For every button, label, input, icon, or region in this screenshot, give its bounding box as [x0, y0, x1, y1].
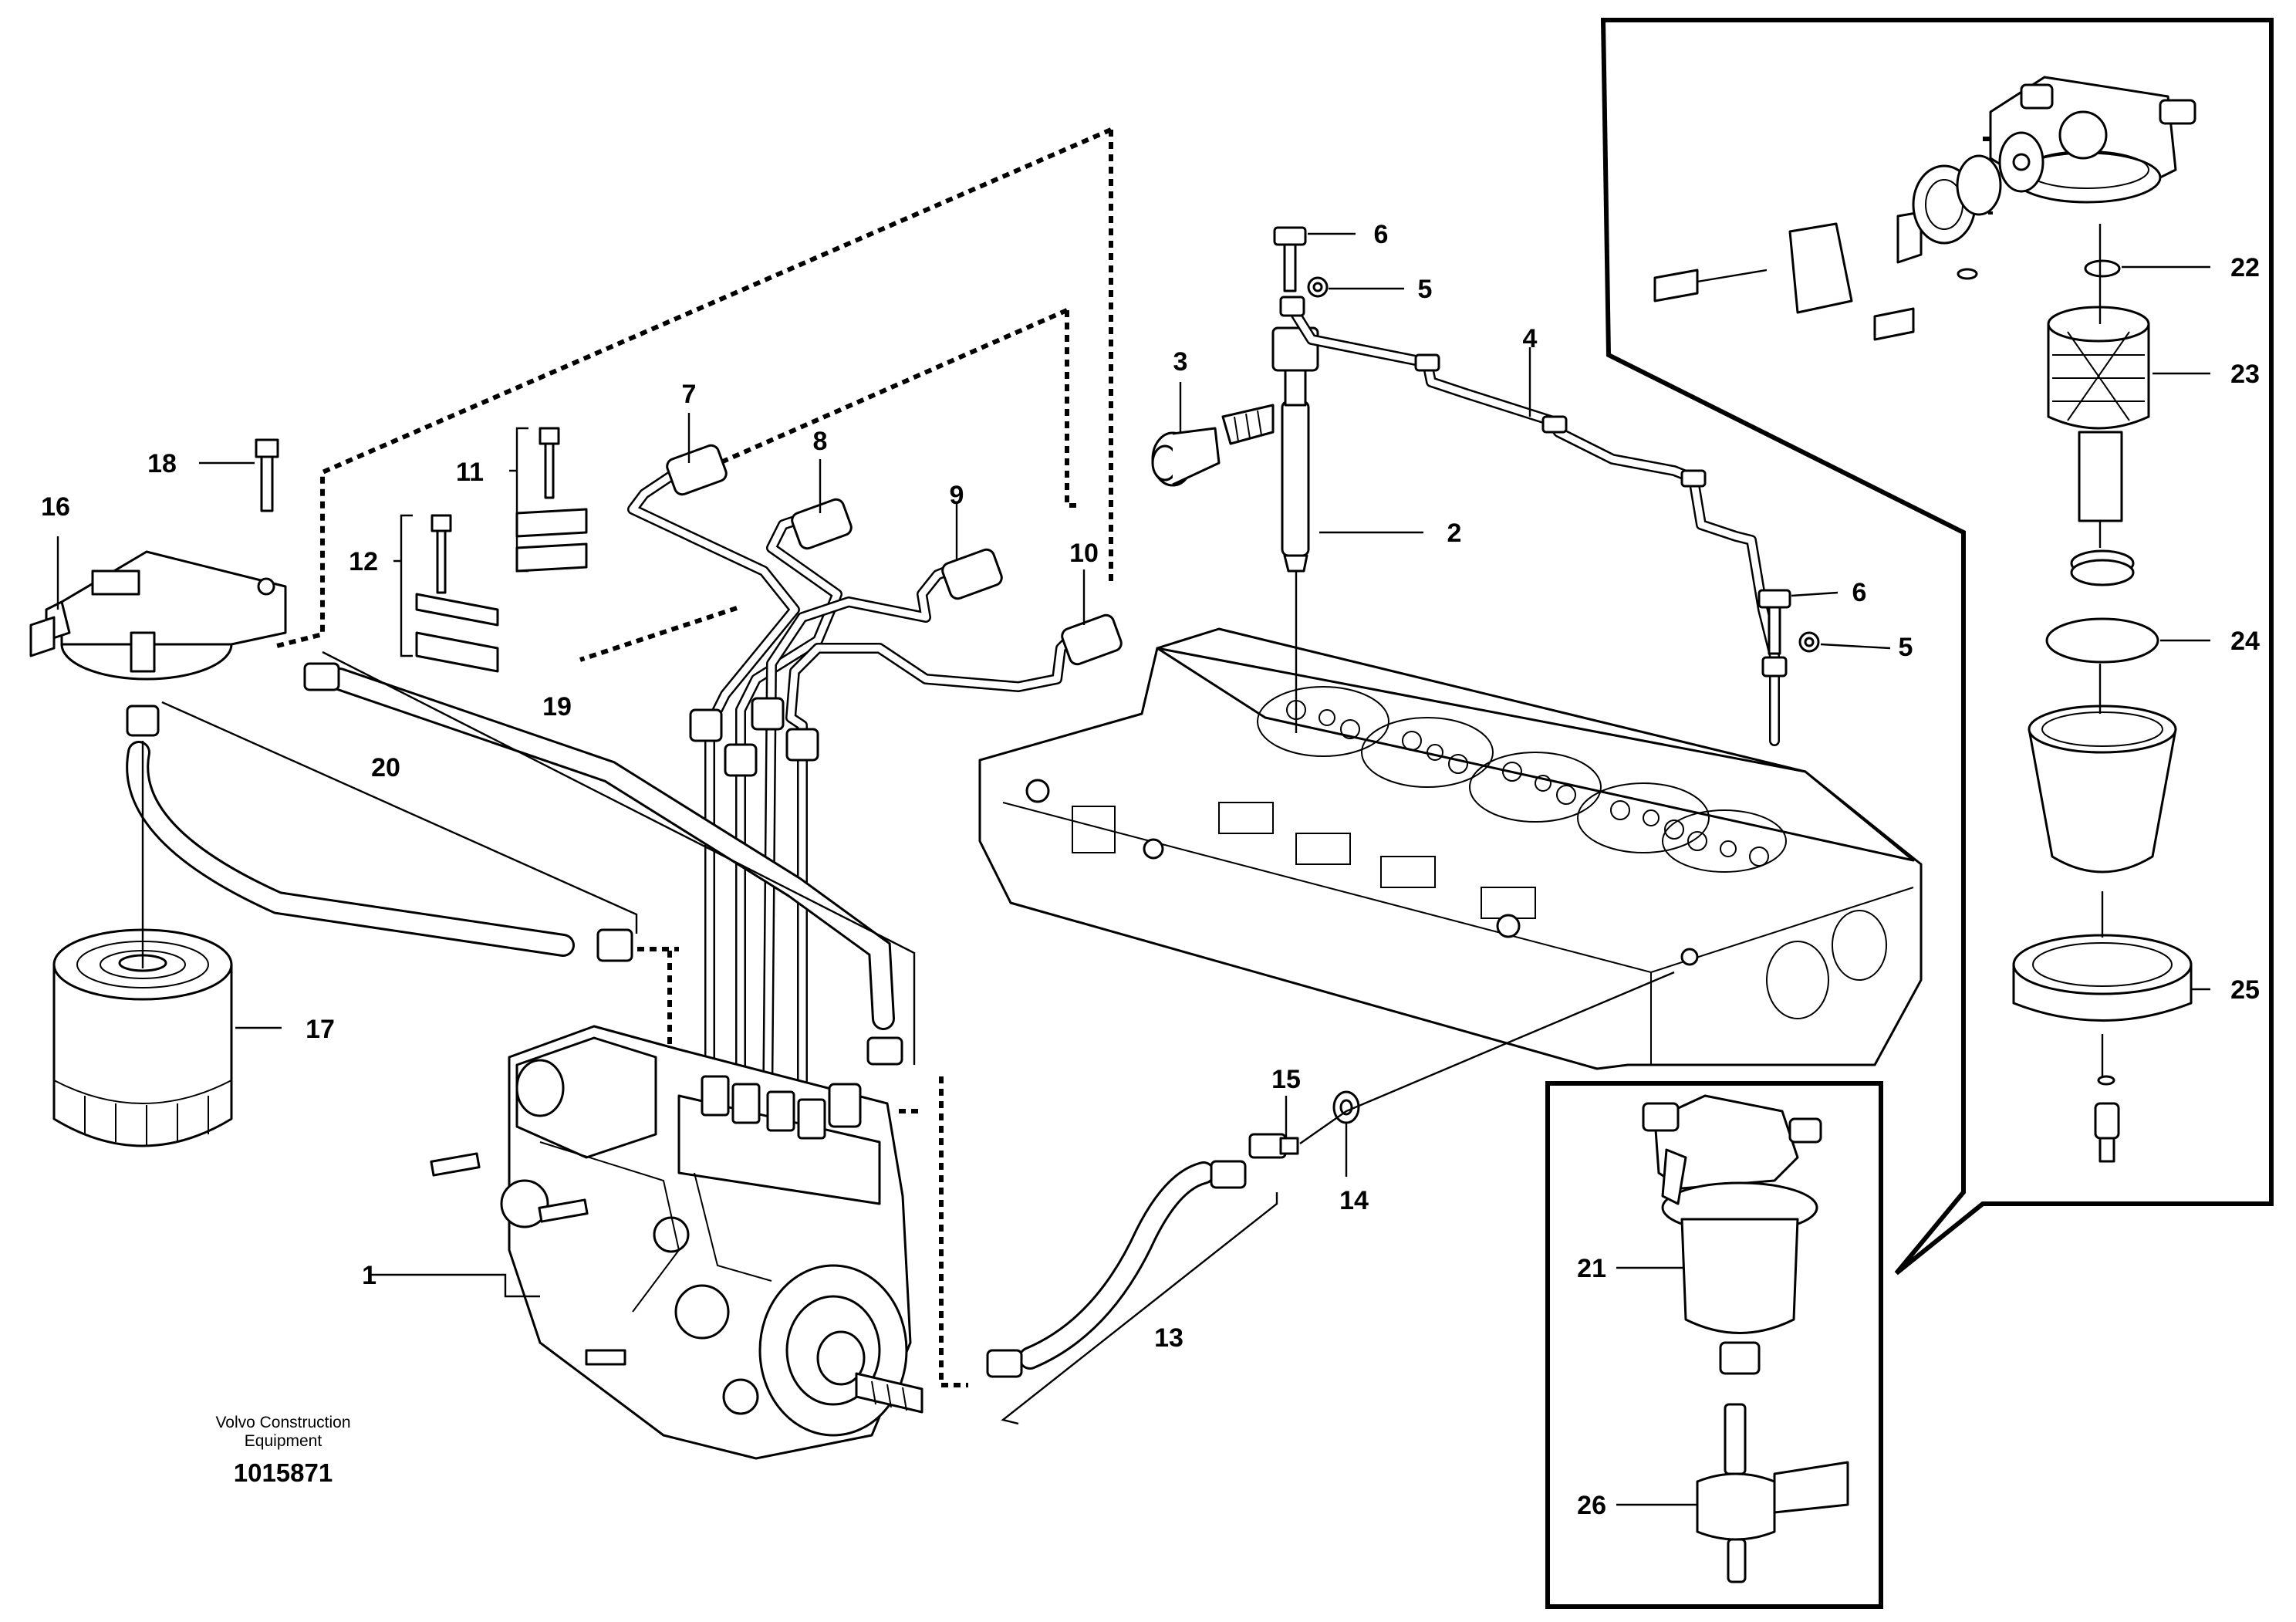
- banjo-bolt: [1273, 226, 1307, 317]
- callout-22: 22: [2230, 253, 2260, 282]
- document-number: 1015871: [234, 1458, 333, 1487]
- fuel-hose: [986, 1160, 1247, 1378]
- publisher-line-1: Volvo Construction: [215, 1414, 350, 1431]
- sealing-washer: [1798, 631, 1820, 653]
- callout-19: 19: [542, 692, 572, 721]
- cylinder-head: [978, 627, 1923, 1070]
- detail-axis: [2098, 224, 2104, 1076]
- callout-6-lower: 6: [1852, 578, 1867, 607]
- callout-11: 11: [456, 458, 484, 487]
- fuel-filter-head: [29, 550, 287, 681]
- callout-15: 15: [1271, 1065, 1301, 1094]
- dashed-routing-lines: [273, 127, 1994, 1387]
- callout-17: 17: [306, 1015, 335, 1044]
- fuel-hose: [303, 662, 903, 1066]
- bracket-12: [393, 514, 413, 657]
- return-fitting: [1221, 404, 1275, 445]
- callout-6-upper: 6: [1374, 220, 1389, 249]
- seal-ring: [2070, 549, 2135, 586]
- callout-labels: 1 2 3 4 5 5 6 6 7 8 9 10 11 12 13 14 15 …: [41, 220, 2260, 1520]
- callout-4: 4: [1523, 324, 1538, 353]
- callout-2: 2: [1447, 519, 1462, 548]
- fuel-injector: [1271, 326, 1319, 733]
- callout-1: 1: [362, 1261, 376, 1290]
- water-separator-assembly: [1642, 1094, 1822, 1375]
- retaining-ring: [2012, 934, 2193, 1022]
- callout-7: 7: [682, 380, 697, 409]
- union-fitting: [1248, 1133, 1299, 1159]
- filter-head-exploded: [1653, 76, 2196, 341]
- fuel-injection-pump: [430, 1025, 923, 1460]
- callout-5-lower: 5: [1899, 633, 1913, 662]
- sealing-washer: [1307, 276, 1329, 298]
- banjo-bolt: [1757, 589, 1791, 678]
- publisher-line-2: Equipment: [245, 1432, 322, 1450]
- callout-3: 3: [1173, 347, 1188, 377]
- callout-20: 20: [371, 753, 400, 782]
- filter-bowl: [2028, 705, 2177, 874]
- nozzle-sleeve: [1151, 427, 1221, 487]
- callout-14: 14: [1339, 1186, 1369, 1215]
- bracket-13: [1001, 1192, 1278, 1425]
- callout-9: 9: [950, 481, 964, 510]
- filter-element: [2047, 306, 2150, 522]
- o-ring: [2084, 259, 2121, 278]
- fitting-line: [1299, 971, 1675, 1144]
- detail-frame-filter-kit: [1545, 1081, 1883, 1609]
- fuel-hose: [126, 705, 633, 962]
- bracket-20: [161, 701, 638, 934]
- bracket-19: [322, 650, 916, 1065]
- callout-12: 12: [349, 547, 378, 576]
- mounting-bolt: [255, 438, 279, 512]
- callout-23: 23: [2230, 360, 2260, 389]
- callout-5-upper: 5: [1418, 275, 1433, 304]
- drain-valve: [2094, 1075, 2120, 1163]
- callout-10: 10: [1069, 539, 1099, 568]
- leader-lines: [56, 232, 2210, 1506]
- callout-21: 21: [1577, 1254, 1606, 1283]
- injection-pipes: [627, 444, 1123, 1117]
- detail-frame-filter-assembly: [1600, 18, 2274, 1276]
- o-ring: [2045, 617, 2159, 664]
- footer: Volvo Construction Equipment 1015871: [215, 1414, 350, 1487]
- pipe-clamp: [515, 427, 588, 573]
- callout-25: 25: [2230, 975, 2260, 1005]
- callout-26: 26: [1577, 1491, 1606, 1520]
- leak-off-pipe: [1287, 303, 1780, 746]
- callout-16: 16: [41, 492, 70, 522]
- bracket-11: [509, 427, 528, 573]
- callout-24: 24: [2230, 627, 2260, 656]
- inline-fuel-filter: [1696, 1403, 1849, 1583]
- callout-8: 8: [813, 427, 828, 456]
- callout-13: 13: [1154, 1323, 1183, 1353]
- pipe-clamp: [415, 514, 499, 673]
- callout-18: 18: [147, 449, 177, 478]
